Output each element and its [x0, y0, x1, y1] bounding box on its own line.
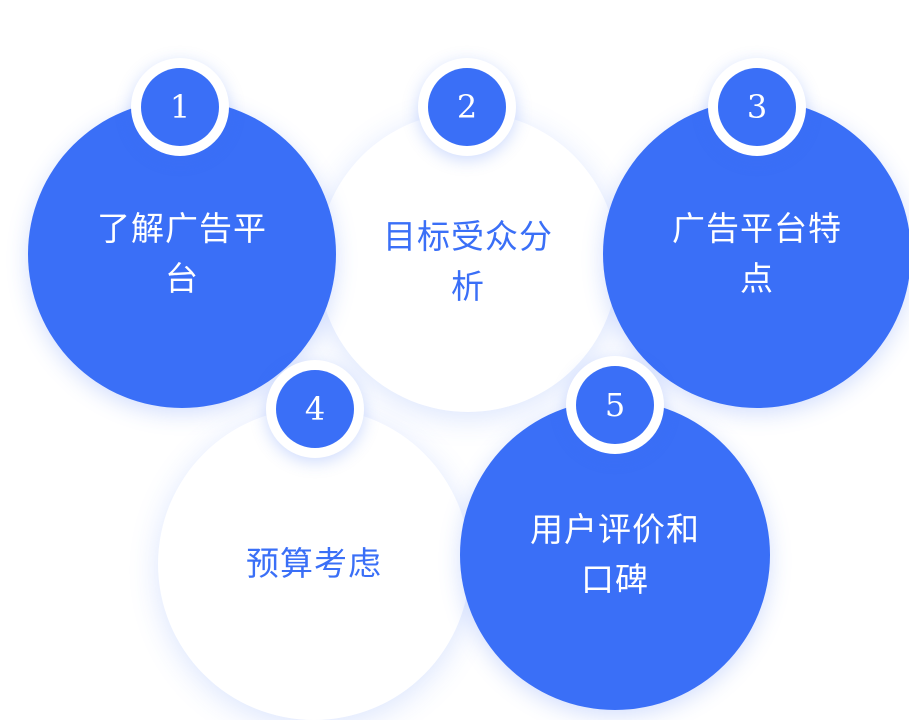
step-2-number: 2 [428, 68, 506, 146]
step-4-badge: 4 [266, 360, 364, 458]
diagram-canvas: 目标受众分 析 了解广告平 台 广告平台特 点 预算考虑 用户评价和 口碑 1 … [28, 58, 909, 710]
step-4-number: 4 [276, 370, 354, 448]
step-2-label-line1: 目标受众分 [383, 217, 553, 256]
step-4-label: 预算考虑 [246, 539, 382, 589]
step-1-label-line1: 了解广告平 [97, 209, 267, 248]
step-2-label: 目标受众分 析 [383, 212, 553, 312]
step-5-label: 用户评价和 口碑 [530, 505, 700, 605]
step-4-circle: 预算考虑 [158, 408, 470, 720]
step-5-badge: 5 [566, 356, 664, 454]
step-3-badge: 3 [708, 58, 806, 156]
step-4-label-line1: 预算考虑 [246, 544, 382, 583]
step-3-label-line1: 广告平台特 [672, 209, 842, 248]
step-5-label-line2: 口碑 [581, 560, 649, 599]
step-2-label-line2: 析 [451, 267, 485, 306]
step-3-label: 广告平台特 点 [672, 204, 842, 304]
step-3-number: 3 [718, 68, 796, 146]
step-5-number: 5 [576, 366, 654, 444]
step-2-badge: 2 [418, 58, 516, 156]
step-1-number: 1 [141, 68, 219, 146]
step-1-label-line2: 台 [165, 259, 199, 298]
step-3-label-line2: 点 [740, 259, 774, 298]
step-2-circle: 目标受众分 析 [318, 112, 618, 412]
step-1-badge: 1 [131, 58, 229, 156]
step-5-label-line1: 用户评价和 [530, 510, 700, 549]
step-1-label: 了解广告平 台 [97, 204, 267, 304]
